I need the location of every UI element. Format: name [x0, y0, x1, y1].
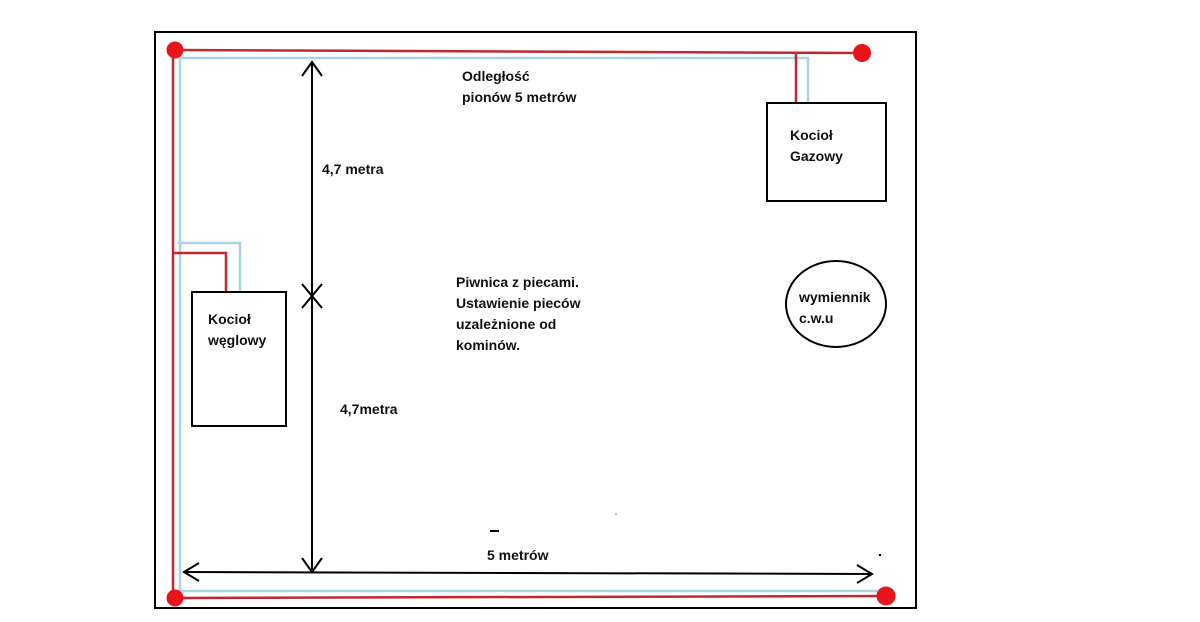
exchanger-line1: wymiennik: [799, 289, 871, 305]
chimney-distance-line1: Odległość: [462, 68, 530, 84]
pipe-nodes: [166, 41, 896, 607]
room-line3: uzależnione od: [456, 316, 557, 332]
gas-boiler-box: [766, 102, 887, 202]
node-bottom-left: [166, 589, 184, 607]
gas-boiler-label: Kocioł Gazowy: [790, 125, 843, 167]
coal-boiler-box: [191, 291, 287, 427]
exchanger-line2: c.w.u: [799, 310, 834, 326]
upper-height-label: 4,7 metra: [322, 161, 384, 177]
node-top-right: [853, 44, 871, 62]
hot-water-exchanger: [785, 260, 887, 348]
gas-boiler-line2: Gazowy: [790, 148, 843, 164]
coal-boiler-line1: Kocioł: [208, 311, 251, 327]
coal-boiler-label: Kocioł węglowy: [208, 309, 266, 351]
supply-pipes: [171, 48, 887, 600]
room-line1: Piwnica z piecami.: [456, 274, 579, 290]
coal-boiler-line2: węglowy: [208, 332, 267, 348]
gas-boiler-line1: Kocioł: [790, 127, 833, 143]
width-dimension-arrow: [182, 562, 874, 584]
lower-height-label: 4,7metra: [340, 401, 398, 417]
chimney-distance-line2: pionów 5 metrów: [462, 89, 577, 105]
return-pipes: [178, 56, 880, 598]
midpoint-cross-b: [301, 283, 323, 309]
width-label: 5 metrów: [487, 547, 549, 563]
stray-dot-mark: [878, 553, 882, 557]
exchanger-label: wymiennik c.w.u: [799, 287, 871, 329]
node-bottom-right: [876, 586, 896, 606]
room-line4: kominów.: [456, 337, 521, 353]
chimney-distance-label: Odległość pionów 5 metrów: [462, 66, 576, 108]
node-top-left: [166, 41, 184, 59]
height-dimension-arrow: [301, 60, 323, 574]
room-outline: [154, 31, 917, 609]
stray-blue-dot: [614, 512, 618, 516]
room-line2: Ustawienie pieców: [456, 295, 581, 311]
room-description: Piwnica z piecami. Ustawienie pieców uza…: [456, 272, 580, 356]
